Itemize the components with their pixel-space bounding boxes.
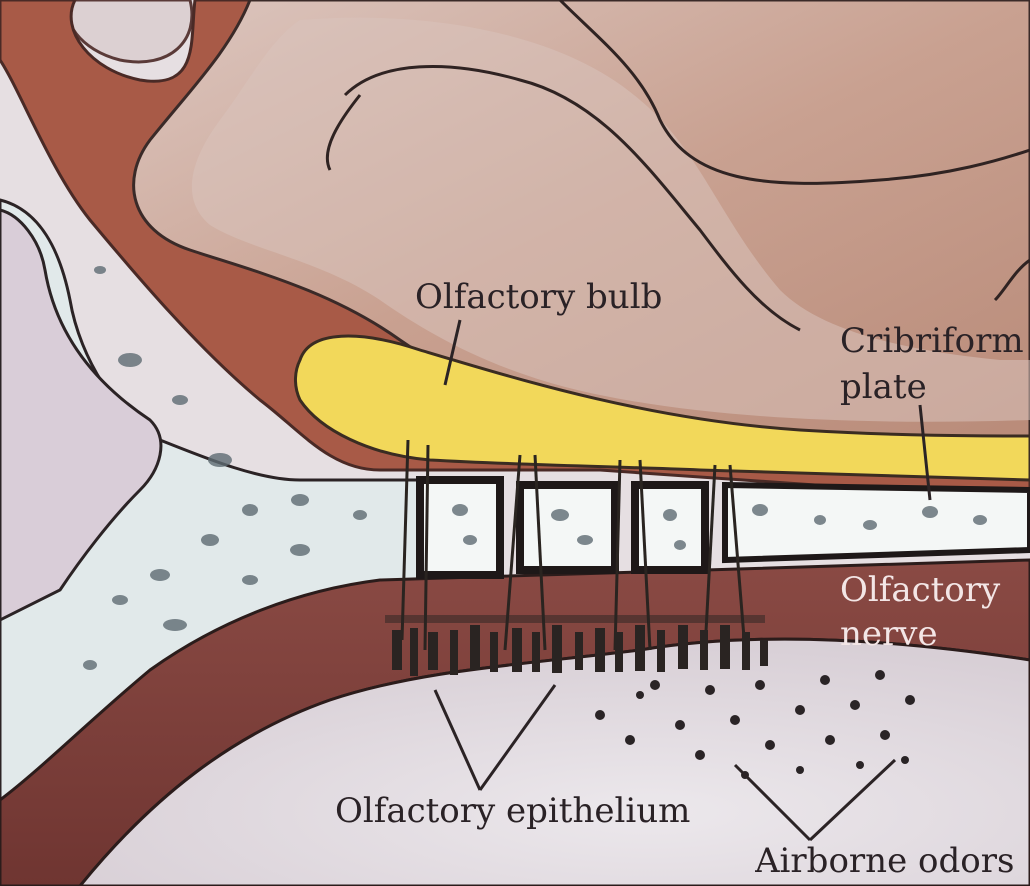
cribriform-block-2 [520,485,615,570]
label-cribriform-plate: Cribriform plate [840,318,1030,410]
label-olfactory-epithelium: Olfactory epithelium [335,792,690,830]
label-olfactory-bulb: Olfactory bulb [415,278,662,316]
cribriform-block-1 [420,480,500,575]
label-airborne-odors: Airborne odors [755,842,1030,880]
label-olfactory-nerve: Olfactory nerve [840,568,1010,656]
